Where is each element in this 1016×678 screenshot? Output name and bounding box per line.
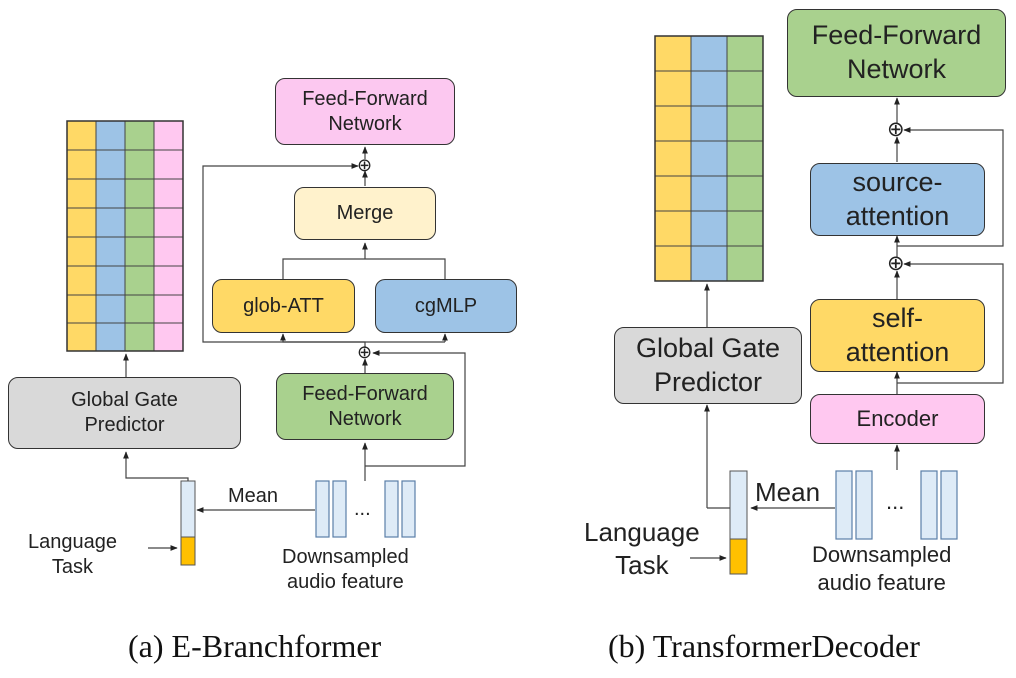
- right-self-line1: self-: [871, 302, 923, 333]
- left-merge-box: Merge: [294, 187, 436, 240]
- left-ellipsis: ...: [354, 498, 371, 520]
- right-caption: (b) TransformerDecoder: [608, 628, 920, 664]
- left-audio-feature-bars: [315, 480, 416, 538]
- left-ffn-bottom-line2: Network: [328, 407, 402, 430]
- right-source-line2: attention: [845, 200, 950, 231]
- right-ggp-line2: Predictor: [653, 366, 763, 397]
- right-global-gate-box: Global Gate Predictor: [614, 327, 802, 404]
- left-feed-forward-top-box: Feed-Forward Network: [275, 78, 455, 145]
- left-ffn-top-line1: Feed-Forward: [302, 87, 428, 110]
- right-mean-label: Mean: [755, 477, 821, 507]
- left-global-gate-box: Global Gate Predictor: [8, 377, 241, 449]
- right-plus-bottom: ⊕: [887, 252, 905, 275]
- right-audio-line2: audio feature: [817, 569, 946, 595]
- left-language-vector: [180, 480, 196, 566]
- left-ffn-top-line2: Network: [328, 112, 402, 135]
- right-ffn-line1: Feed-Forward: [811, 20, 982, 51]
- left-plus-top: ⊕: [357, 155, 373, 175]
- right-plus-top: ⊕: [887, 118, 905, 141]
- right-audio-label: Downsampled audio feature: [812, 541, 951, 596]
- left-cgmlp-label: cgMLP: [414, 294, 478, 317]
- left-cgmlp-box: cgMLP: [375, 279, 517, 333]
- left-language-line1: Language: [28, 531, 117, 553]
- left-language-line2: Task: [51, 556, 94, 578]
- left-caption: (a) E-Branchformer: [128, 628, 382, 664]
- left-merge-label: Merge: [336, 202, 394, 224]
- left-glob-att-label: glob-ATT: [243, 294, 324, 317]
- left-feed-forward-bottom-box: Feed-Forward Network: [276, 373, 454, 440]
- right-self-line2: attention: [845, 336, 950, 367]
- left-connectors: [123, 146, 466, 551]
- left-audio-line2: audio feature: [286, 571, 404, 593]
- left-ggp-line2: Predictor: [84, 414, 165, 436]
- left-audio-line1: Downsampled: [282, 546, 409, 568]
- right-source-line1: source-: [852, 166, 943, 197]
- right-ggp-line1: Global Gate: [635, 332, 781, 363]
- left-mean-label: Mean: [228, 485, 279, 507]
- right-language-task-label: Language Task: [584, 516, 700, 581]
- right-source-attention-box: source- attention: [810, 163, 985, 236]
- right-connectors: [690, 97, 1004, 561]
- left-audio-label: Downsampled audio feature: [282, 545, 409, 595]
- left-plus-bottom: ⊕: [357, 342, 373, 362]
- right-language-line1: Language: [584, 517, 700, 547]
- right-ellipsis: ...: [886, 489, 905, 514]
- right-encoder-box: Encoder: [810, 394, 985, 444]
- right-feed-forward-box: Feed-Forward Network: [787, 9, 1006, 97]
- right-self-attention-box: self- attention: [810, 299, 985, 372]
- left-language-task-label: Language Task: [28, 530, 117, 580]
- right-audio-feature-bars: [835, 470, 958, 540]
- right-encoder-label: Encoder: [856, 406, 939, 432]
- right-gate-grid: [654, 35, 764, 282]
- right-audio-line1: Downsampled: [812, 542, 952, 567]
- left-ffn-bottom-line1: Feed-Forward: [302, 382, 428, 405]
- right-language-line2: Task: [615, 549, 669, 580]
- left-ggp-line1: Global Gate: [71, 389, 178, 411]
- left-gate-grid: [66, 120, 184, 352]
- right-language-vector: [729, 470, 748, 575]
- left-glob-att-box: glob-ATT: [212, 279, 355, 333]
- right-ffn-line2: Network: [846, 54, 947, 84]
